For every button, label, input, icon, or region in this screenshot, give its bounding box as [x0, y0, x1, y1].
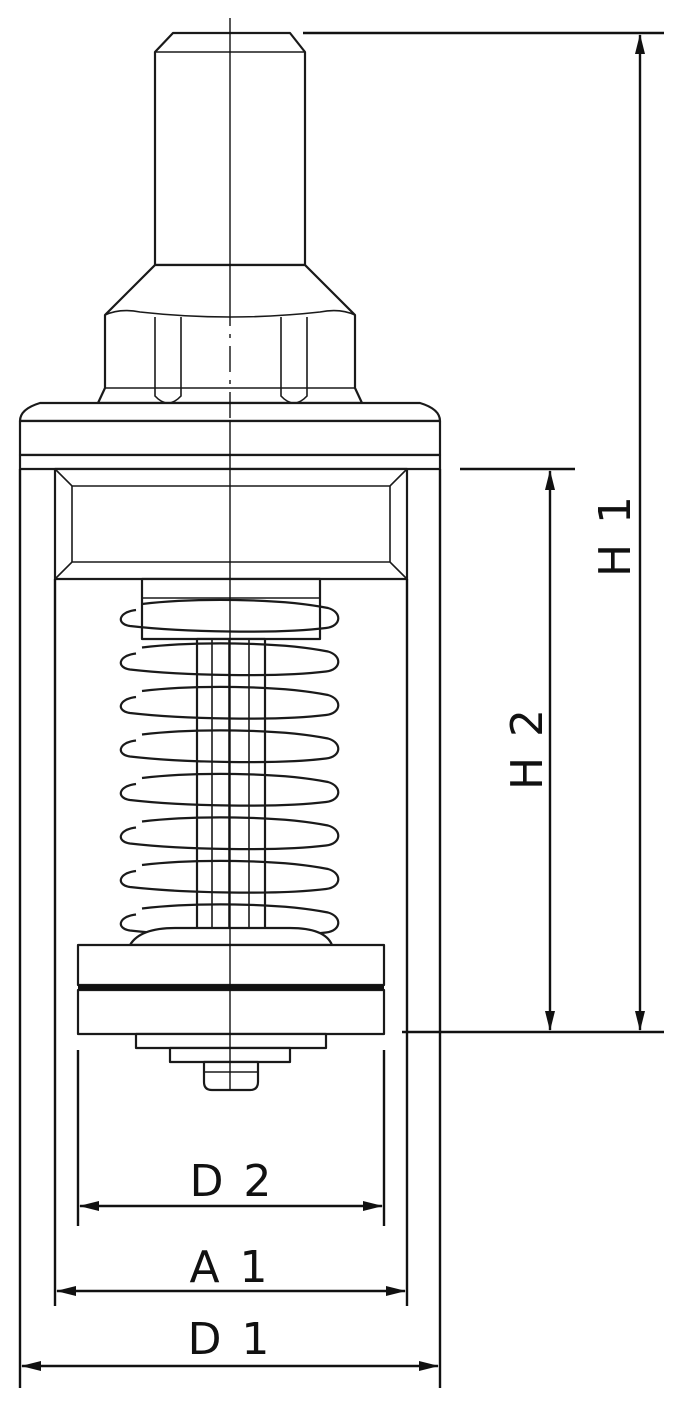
dimension-a1: A 1	[56, 1242, 406, 1296]
valve-disc	[76, 943, 386, 1092]
dimension-h2: H 2	[460, 467, 575, 1031]
h2-label: H 2	[502, 706, 553, 790]
a1-label: A 1	[189, 1242, 270, 1293]
dimension-d1: D 1	[21, 1314, 439, 1371]
d2-label: D 2	[190, 1156, 275, 1207]
spring-assembly	[119, 577, 340, 947]
housing-lines	[18, 469, 442, 1388]
hex-body	[53, 467, 409, 581]
dimension-h1: H 1	[303, 31, 664, 1034]
d1-label: D 1	[188, 1314, 273, 1365]
dimension-d2: D 2	[79, 1156, 383, 1211]
h1-label: H 1	[590, 493, 641, 577]
